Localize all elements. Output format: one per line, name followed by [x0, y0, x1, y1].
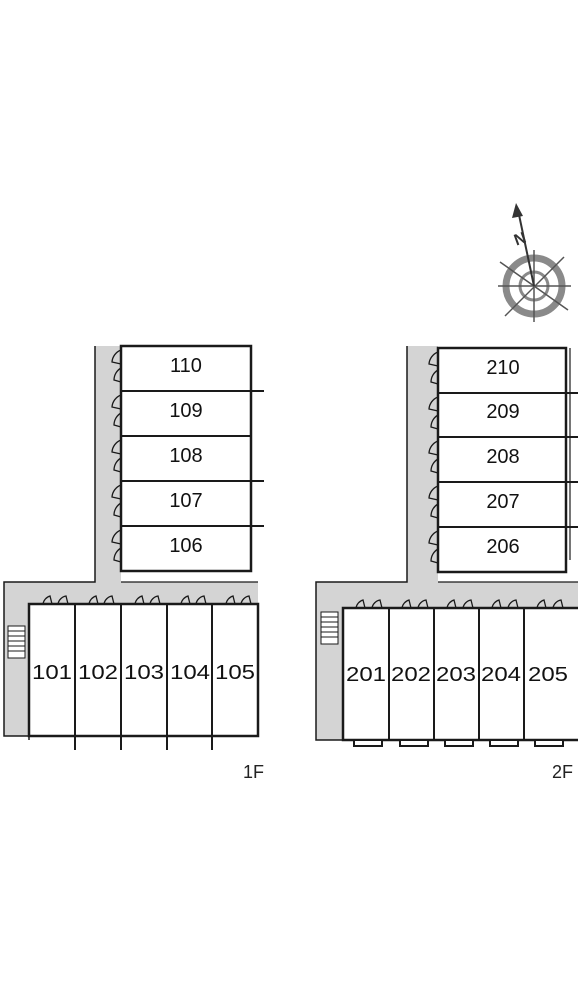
floor-1-label: 1F: [243, 762, 264, 782]
room-109: 109: [169, 400, 202, 422]
room-101: 101: [32, 662, 72, 684]
room-205: 205: [528, 664, 568, 686]
room-203: 203: [436, 664, 476, 686]
room-210: 210: [486, 357, 519, 379]
room-209: 209: [486, 401, 519, 423]
stairs-icon: [320, 611, 339, 645]
room-106: 106: [169, 535, 202, 557]
room-204: 204: [481, 664, 521, 686]
room-201: 201: [346, 664, 386, 686]
room-107: 107: [169, 490, 202, 512]
north-label: N: [512, 230, 529, 250]
room-102: 102: [78, 662, 118, 684]
room-103: 103: [124, 662, 164, 684]
room-207: 207: [486, 491, 519, 513]
room-208: 208: [486, 446, 519, 468]
floor-2-plan: 210 209 208 207 206 201 202 203 204 205 …: [315, 346, 578, 782]
floor-1-plan: 110 109 108 107 106 101 102 103 104 105 …: [3, 344, 264, 782]
floor-2-label: 2F: [552, 762, 573, 782]
room-206: 206: [486, 536, 519, 558]
room-110: 110: [170, 355, 202, 377]
stairs-icon: [7, 625, 26, 659]
room-105: 105: [215, 662, 255, 684]
room-202: 202: [391, 664, 431, 686]
compass-icon: N: [498, 203, 571, 322]
room-104: 104: [170, 662, 210, 684]
room-108: 108: [169, 445, 202, 467]
